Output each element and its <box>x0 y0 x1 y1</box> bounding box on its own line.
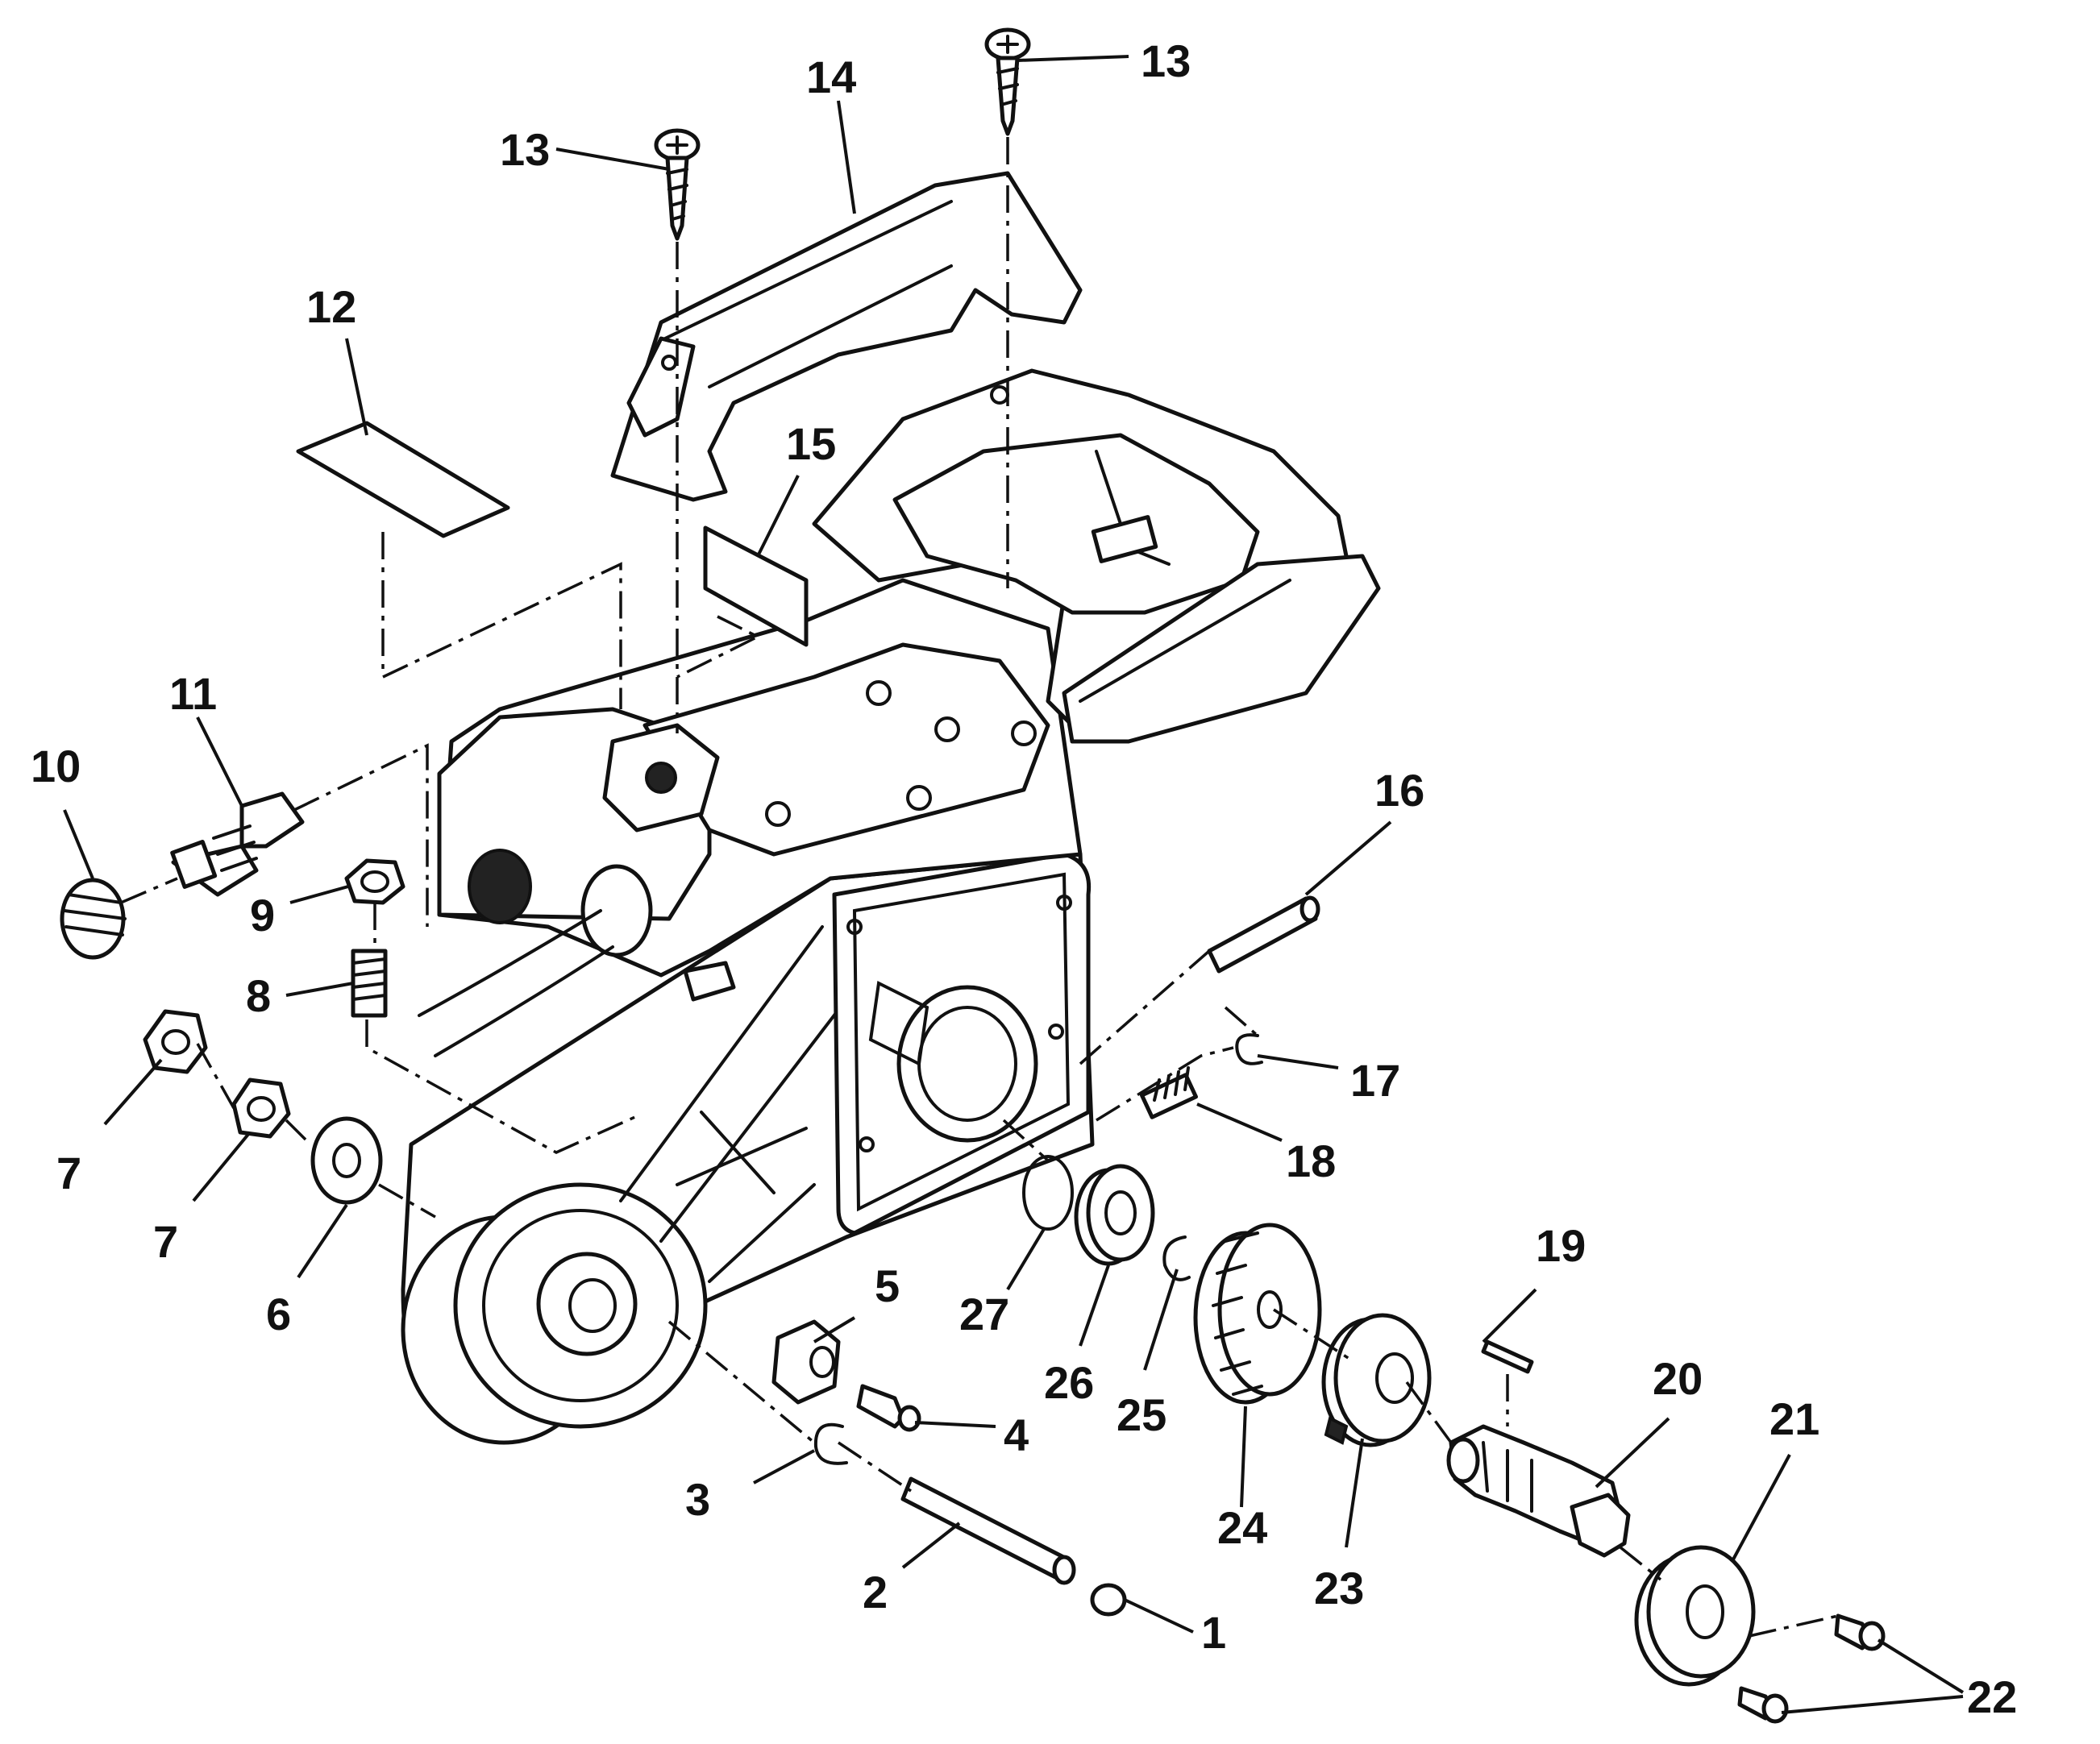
callout-19: 19 <box>1536 1220 1586 1271</box>
part-13-screw-right <box>984 27 1031 136</box>
part-4-screw <box>856 1384 921 1432</box>
part-12-label <box>296 421 510 538</box>
part-3-clip <box>813 1422 848 1465</box>
callout-25: 25 <box>1117 1389 1166 1440</box>
part-25-clip <box>1162 1235 1191 1281</box>
leader-lines <box>63 55 1965 1714</box>
alignment-lines <box>120 137 1839 1638</box>
part-6-washer <box>310 1116 383 1205</box>
part-22-screw-upper <box>1834 1613 1886 1651</box>
part-19-key <box>1481 1339 1534 1374</box>
callout-1: 1 <box>1201 1607 1226 1658</box>
part-21-washer <box>1634 1545 1756 1687</box>
callout-6: 6 <box>266 1289 291 1339</box>
callout-7-upper: 7 <box>56 1148 81 1198</box>
part-7-nut-upper <box>143 1009 208 1074</box>
callout-26: 26 <box>1044 1357 1094 1408</box>
callout-12: 12 <box>306 281 356 332</box>
main-housing <box>401 368 1381 1445</box>
part-27-ring <box>1022 1155 1074 1231</box>
part-9-nut <box>344 858 405 905</box>
callout-18: 18 <box>1286 1136 1336 1186</box>
part-18-spring <box>1139 1066 1199 1119</box>
part-16-pin <box>1207 895 1320 974</box>
part-11-brush <box>170 791 305 897</box>
part-26-bearing <box>1074 1164 1155 1266</box>
callout-5: 5 <box>875 1260 900 1311</box>
part-23-clutch <box>1321 1313 1432 1447</box>
callout-13-right: 13 <box>1141 35 1191 86</box>
part-13-screw-left <box>654 128 701 241</box>
callout-10: 10 <box>31 741 81 791</box>
part-17-clip <box>1235 1033 1263 1065</box>
callout-20: 20 <box>1653 1353 1703 1404</box>
callout-22: 22 <box>1967 1671 2017 1722</box>
callout-23: 23 <box>1314 1563 1364 1613</box>
part-10-cap <box>60 878 127 960</box>
callout-3: 3 <box>685 1474 710 1525</box>
part-20-shaft <box>1446 1424 1631 1558</box>
callout-8: 8 <box>246 970 271 1021</box>
callout-16: 16 <box>1374 765 1424 816</box>
callout-11: 11 <box>169 668 217 719</box>
callout-21: 21 <box>1769 1393 1819 1444</box>
callout-labels: 1 2 3 4 5 6 7 7 8 9 10 11 12 13 13 14 15… <box>31 35 2017 1722</box>
part-7-nut-lower <box>231 1078 291 1139</box>
callout-15: 15 <box>786 418 836 469</box>
callout-17: 17 <box>1350 1055 1400 1106</box>
part-22-screw-lower <box>1737 1686 1789 1724</box>
part-15-label <box>703 525 809 647</box>
callout-9: 9 <box>250 890 275 941</box>
part-24-gear <box>1193 1223 1322 1405</box>
callout-7-lower: 7 <box>153 1216 178 1267</box>
callout-4: 4 <box>1004 1410 1029 1460</box>
callout-27: 27 <box>959 1289 1009 1339</box>
part-1-ring <box>1090 1583 1127 1617</box>
callout-14: 14 <box>806 52 856 102</box>
part-5-block <box>771 1319 841 1405</box>
part-2-pin <box>900 1476 1076 1585</box>
callout-13-left: 13 <box>500 124 550 175</box>
callout-2: 2 <box>863 1567 888 1617</box>
callout-24: 24 <box>1217 1502 1267 1553</box>
part-8-spring <box>351 949 388 1018</box>
